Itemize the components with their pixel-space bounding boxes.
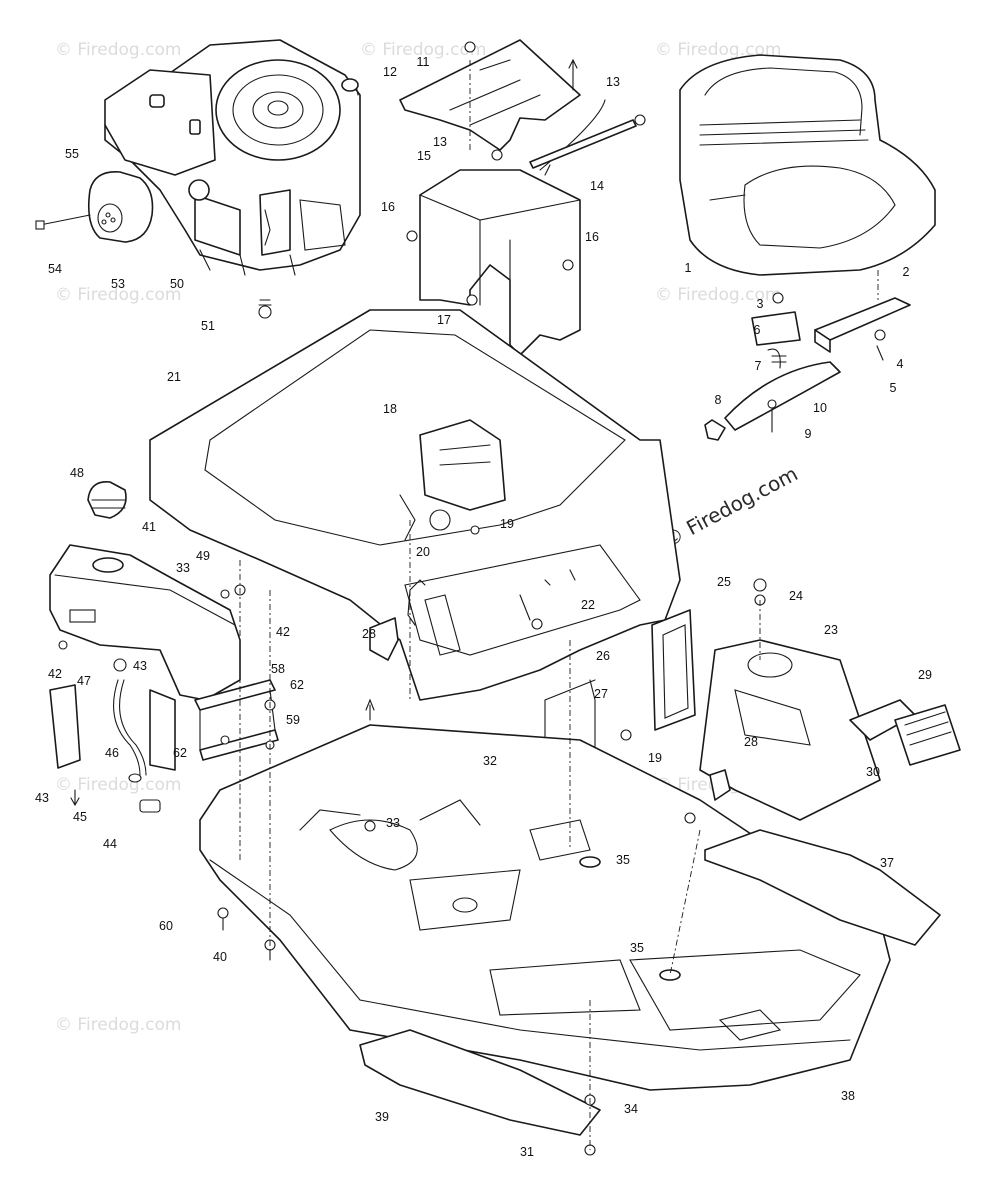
callout-c30: 30 [866, 765, 880, 779]
callout-c42a: 42 [48, 667, 62, 681]
upper-bracket-part [399, 39, 646, 176]
seat-bracket-part [704, 292, 911, 441]
console-part [524, 578, 961, 821]
engine-part [104, 39, 361, 276]
callout-c46: 46 [105, 746, 119, 760]
callout-c47: 47 [77, 674, 91, 688]
callout-c18: 18 [383, 402, 397, 416]
callout-c40: 40 [213, 950, 227, 964]
callout-c49: 49 [196, 549, 210, 563]
callout-c2: 2 [903, 265, 910, 279]
watermark-text: © Firedog.com [55, 1015, 181, 1035]
callout-c13b: 13 [606, 75, 620, 89]
callout-c29: 29 [918, 668, 932, 682]
callout-c10: 10 [813, 401, 827, 415]
callout-c26: 26 [596, 649, 610, 663]
watermark-text: © Firedog.com [55, 775, 181, 795]
callout-c24: 24 [789, 589, 803, 603]
callout-c62b: 62 [173, 746, 187, 760]
callout-c60: 60 [159, 919, 173, 933]
fastener-group [194, 579, 696, 961]
callout-c35a: 35 [616, 853, 630, 867]
fuel-tank-part [49, 481, 241, 701]
callout-c5: 5 [890, 381, 897, 395]
callout-c41: 41 [142, 520, 156, 534]
callout-c9: 9 [805, 427, 812, 441]
callout-c28b: 28 [744, 735, 758, 749]
callout-c27: 27 [594, 687, 608, 701]
seat-part [679, 54, 936, 276]
callout-c50: 50 [170, 277, 184, 291]
callout-c55: 55 [65, 147, 79, 161]
callout-c16b: 16 [585, 230, 599, 244]
callout-c12: 12 [383, 65, 397, 79]
callout-c31: 31 [520, 1145, 534, 1159]
callout-c15: 15 [417, 149, 431, 163]
watermark-text: © Firedog.com [655, 40, 781, 60]
watermark-text: © Firedog.com [655, 285, 781, 305]
callout-c44: 44 [103, 837, 117, 851]
frame-part [199, 724, 891, 1091]
callout-c38: 38 [841, 1089, 855, 1103]
callout-c51: 51 [201, 319, 215, 333]
callout-c4: 4 [897, 357, 904, 371]
callout-c14: 14 [590, 179, 604, 193]
watermark-text: © Firedog.com [55, 285, 181, 305]
callout-c32: 32 [483, 754, 497, 768]
tank-hardware-part [49, 658, 176, 813]
callout-c17: 17 [437, 313, 451, 327]
fender-part [149, 309, 681, 701]
callout-c19b: 19 [648, 751, 662, 765]
muffler-part [35, 171, 272, 319]
alignment-lines [239, 60, 879, 1150]
callout-c7: 7 [755, 359, 762, 373]
callout-c6: 6 [754, 323, 761, 337]
callout-c16a: 16 [381, 200, 395, 214]
callout-c53: 53 [111, 277, 125, 291]
callout-c22: 22 [581, 598, 595, 612]
callout-c28a: 28 [362, 627, 376, 641]
callout-c43b: 43 [35, 791, 49, 805]
watermark-main: © Firedog.com [659, 461, 802, 552]
callout-c35b: 35 [630, 941, 644, 955]
callout-c23: 23 [824, 623, 838, 637]
callout-c20: 20 [416, 545, 430, 559]
callout-c33a: 33 [176, 561, 190, 575]
callout-c39: 39 [375, 1110, 389, 1124]
watermark-text: © Firedog.com [360, 40, 486, 60]
callout-c43a: 43 [133, 659, 147, 673]
callout-c42b: 42 [276, 625, 290, 639]
callout-c58: 58 [271, 662, 285, 676]
callout-c62a: 62 [290, 678, 304, 692]
callout-c3: 3 [757, 297, 764, 311]
callout-c34: 34 [624, 1102, 638, 1116]
callout-c8: 8 [715, 393, 722, 407]
callout-c21: 21 [167, 370, 181, 384]
callout-c59: 59 [286, 713, 300, 727]
callout-c37: 37 [880, 856, 894, 870]
watermark-text: © Firedog.com [55, 40, 181, 60]
callout-c45: 45 [73, 810, 87, 824]
callout-c1: 1 [685, 261, 692, 275]
callout-c19a: 19 [500, 517, 514, 531]
callout-c54: 54 [48, 262, 62, 276]
callout-c33b: 33 [386, 816, 400, 830]
callout-c11: 11 [417, 55, 430, 69]
callout-c48: 48 [70, 466, 84, 480]
callout-c25: 25 [717, 575, 731, 589]
callout-c13a: 13 [433, 135, 447, 149]
